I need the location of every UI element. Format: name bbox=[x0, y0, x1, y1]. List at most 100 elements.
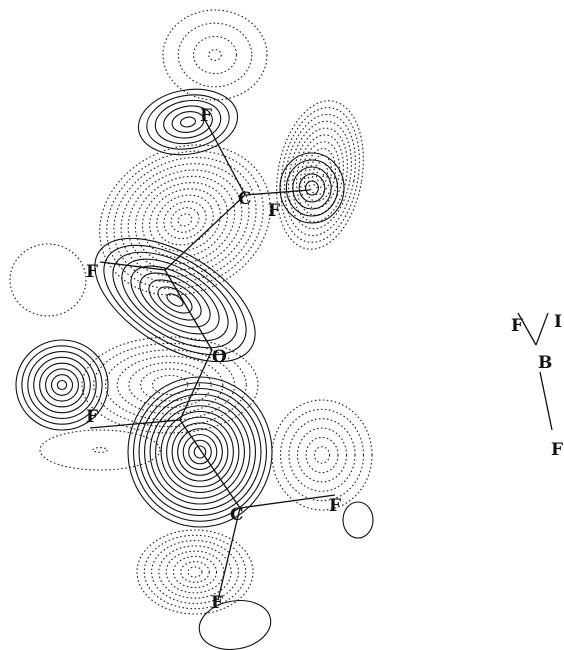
positive-contour bbox=[112, 251, 238, 349]
positive-contour bbox=[160, 410, 240, 494]
positive-contour bbox=[171, 110, 205, 134]
bond-line bbox=[89, 419, 181, 429]
atom-label-f-left-lower: F bbox=[86, 407, 98, 427]
positive-contour bbox=[148, 279, 202, 321]
positive-contour bbox=[166, 293, 184, 307]
bf-inset: F I B F bbox=[511, 312, 563, 460]
negative-contour bbox=[288, 418, 356, 492]
negative-contour bbox=[177, 22, 253, 88]
positive-contour bbox=[146, 94, 230, 150]
negative-contour bbox=[128, 362, 212, 408]
negative-contour bbox=[140, 368, 200, 402]
negative-contour bbox=[296, 134, 344, 216]
negative-contour bbox=[305, 436, 339, 474]
negative-contour bbox=[296, 427, 348, 483]
negative-contour bbox=[151, 374, 189, 396]
bond-line bbox=[99, 261, 166, 271]
positive-contour bbox=[149, 399, 251, 505]
negative-contour bbox=[284, 113, 356, 237]
negative-contour bbox=[308, 154, 332, 196]
positive-contour bbox=[342, 501, 374, 539]
bond-line bbox=[179, 349, 213, 421]
positive-contour bbox=[144, 393, 256, 511]
positive-contour bbox=[15, 339, 109, 431]
positive-contour bbox=[182, 433, 218, 471]
negative-contour bbox=[141, 182, 229, 258]
negative-contour bbox=[116, 355, 224, 415]
negative-contour bbox=[93, 342, 247, 428]
negative-contour bbox=[149, 188, 221, 252]
negative-contour bbox=[92, 447, 108, 453]
positive-contour bbox=[171, 422, 229, 482]
negative-contour bbox=[151, 540, 239, 604]
negative-contour bbox=[288, 120, 352, 230]
atom-label-f-right-lower: F bbox=[329, 496, 341, 516]
positive-contour bbox=[166, 416, 234, 488]
positive-contour bbox=[33, 356, 91, 414]
negative-contour bbox=[9, 243, 87, 317]
positive-contour bbox=[163, 105, 213, 139]
positive-contour bbox=[298, 173, 326, 203]
positive-contours bbox=[15, 88, 374, 650]
positive-contour bbox=[177, 428, 223, 476]
positive-contour bbox=[56, 379, 68, 391]
bond-line bbox=[239, 494, 336, 509]
positive-contour bbox=[94, 237, 256, 363]
inset-bond-top-left bbox=[517, 312, 537, 346]
negative-contour bbox=[163, 200, 207, 240]
atom-label-f-top: F bbox=[200, 106, 212, 126]
negative-contour bbox=[99, 144, 271, 296]
atom-label-f-left-upper: F bbox=[86, 262, 98, 282]
bond-lines bbox=[89, 119, 336, 601]
inset-label-f-bottom: F bbox=[551, 440, 563, 460]
inset-bond-bottom bbox=[539, 371, 553, 431]
atom-label-c-upper: C bbox=[238, 189, 252, 209]
atom-label-c-lower: C bbox=[230, 505, 244, 525]
bond-line bbox=[164, 194, 246, 271]
negative-contour bbox=[170, 207, 200, 233]
negative-contour bbox=[104, 349, 236, 421]
negative-contour bbox=[162, 9, 268, 101]
inset-label-f-top: F bbox=[511, 316, 523, 336]
negative-contour bbox=[180, 561, 210, 583]
negative-contours bbox=[9, 9, 373, 615]
negative-contour bbox=[81, 336, 259, 434]
positive-contour bbox=[305, 180, 319, 196]
positive-contour bbox=[157, 286, 193, 314]
negative-contour bbox=[279, 408, 365, 502]
bond-line bbox=[179, 419, 241, 509]
positive-contour bbox=[50, 374, 74, 396]
positive-contour bbox=[39, 362, 85, 408]
inset-label-b: B bbox=[538, 353, 552, 373]
negative-contour bbox=[276, 100, 364, 250]
negative-contour bbox=[136, 529, 254, 615]
positive-contour bbox=[130, 265, 220, 335]
negative-contour bbox=[192, 35, 238, 75]
inset-bond-top-right bbox=[535, 312, 549, 346]
positive-contour bbox=[103, 244, 247, 356]
negative-contour bbox=[172, 555, 218, 589]
negative-contour bbox=[165, 550, 225, 594]
positive-contour bbox=[137, 88, 239, 156]
positive-contour bbox=[285, 159, 339, 217]
negative-contour bbox=[106, 150, 264, 290]
negative-contour bbox=[156, 194, 214, 246]
positive-contour bbox=[279, 152, 345, 224]
positive-contour bbox=[292, 166, 332, 210]
positive-contour bbox=[21, 345, 103, 425]
negative-contour bbox=[313, 446, 331, 464]
positive-contour bbox=[180, 116, 196, 128]
positive-contour bbox=[138, 387, 262, 517]
negative-contour bbox=[39, 429, 161, 471]
negative-contour bbox=[134, 175, 236, 265]
atom-labels: F C F F O F C F F bbox=[86, 106, 341, 613]
negative-contour bbox=[315, 168, 325, 182]
positive-contour bbox=[132, 382, 268, 522]
negative-contour bbox=[127, 169, 243, 271]
positive-contour bbox=[193, 445, 207, 459]
negative-contour bbox=[280, 107, 360, 243]
positive-contour bbox=[155, 405, 245, 499]
positive-contour bbox=[27, 351, 97, 419]
positive-contour bbox=[154, 99, 222, 145]
